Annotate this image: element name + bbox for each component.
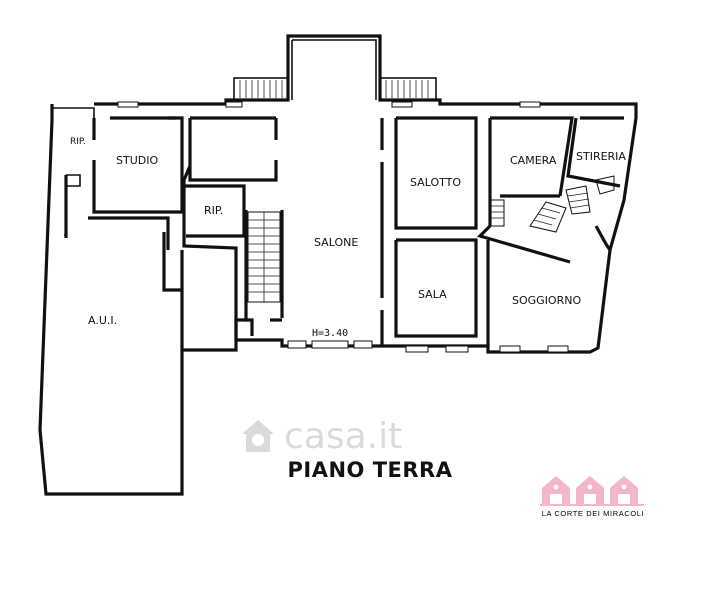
aui-outline bbox=[38, 104, 238, 496]
interior-walls bbox=[92, 116, 624, 346]
room-label-stireria: STIRERIA bbox=[576, 150, 626, 163]
ceiling-height-label: H=3.40 bbox=[312, 328, 348, 339]
houses-logo-icon bbox=[540, 476, 644, 506]
room-label-sala: SALA bbox=[418, 288, 447, 301]
room-label-aui: A.U.I. bbox=[88, 314, 117, 327]
room-label-rip-mid: RIP. bbox=[204, 204, 223, 217]
casa-watermark: casa.it bbox=[238, 412, 478, 460]
windows bbox=[117, 101, 569, 353]
logo-text: LA CORTE DEI MIRACOLI bbox=[541, 509, 645, 518]
left-terrace-stair bbox=[233, 77, 289, 101]
room-label-studio: STUDIO bbox=[116, 154, 158, 167]
floor-title: PIANO TERRA bbox=[287, 458, 453, 482]
room-label-rip-top: RIP. bbox=[70, 137, 86, 147]
right-terrace-stair bbox=[379, 77, 437, 101]
room-label-camera: CAMERA bbox=[510, 154, 557, 167]
logo-houses bbox=[542, 476, 638, 504]
main-building-outline bbox=[94, 34, 638, 354]
room-label-salone: SALONE bbox=[314, 236, 358, 249]
room-label-salotto: SALOTTO bbox=[410, 176, 461, 189]
watermark-text: casa.it bbox=[284, 415, 403, 457]
room-label-soggiorno: SOGGIORNO bbox=[512, 294, 581, 307]
house-icon bbox=[242, 420, 274, 452]
